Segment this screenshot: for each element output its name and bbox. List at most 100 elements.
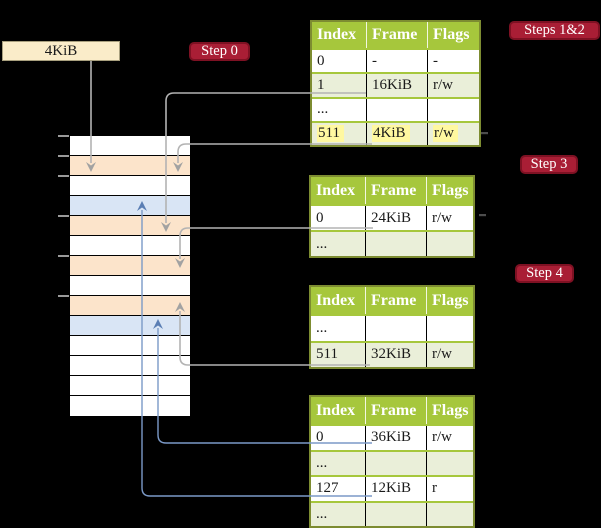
table-cell [426, 316, 473, 341]
dash-mark [481, 132, 488, 135]
column-header: Index [316, 291, 356, 309]
memory-cell-7 [70, 276, 190, 296]
badge-step4: Step 4 [515, 264, 574, 283]
badge-step0: Step 0 [189, 42, 250, 61]
badge-step0-label: Step 0 [201, 43, 238, 59]
table-cell: 0 [316, 429, 324, 446]
column-header: Flags [427, 22, 479, 48]
page-size-box: 4KiB [2, 41, 120, 61]
memory-column [69, 135, 191, 417]
table-cell: - [366, 50, 427, 73]
table-cell: - [427, 50, 479, 73]
memory-cell-4 [70, 216, 190, 236]
column-header: Index [316, 401, 356, 419]
table-cell: 1 [317, 76, 325, 93]
table-row: ... [311, 230, 473, 256]
table-cell: r/w [427, 74, 479, 97]
table-cell: ... [316, 454, 328, 471]
table-cell: 127 [316, 480, 339, 497]
column-header: Frame [365, 177, 426, 204]
table-cell [426, 502, 473, 526]
tick-mark [58, 215, 69, 217]
table-cell: r/w [426, 206, 473, 230]
table-cell: r/w [426, 426, 473, 450]
table-cell: r/w [426, 342, 473, 367]
tick-mark [58, 255, 69, 257]
tick-mark [58, 175, 69, 177]
table-cell: 24KiB [365, 206, 426, 230]
table-row: ... [311, 314, 473, 341]
tick-mark [58, 295, 69, 297]
column-header: Frame [365, 287, 426, 314]
memory-cell-11 [70, 356, 190, 376]
table-cell: 36KiB [365, 426, 426, 450]
table-row: 0 -- [312, 48, 479, 73]
dash-mark [479, 214, 486, 217]
table-cell: 16KiB [366, 74, 427, 97]
table-cell: 32KiB [365, 342, 426, 367]
column-header: Frame [365, 397, 426, 424]
memory-cell-10 [70, 336, 190, 356]
badge-step4-label: Step 4 [526, 265, 563, 281]
table-cell: ... [316, 505, 328, 522]
table-cell: 0 [316, 209, 324, 226]
memory-cell-12 [70, 376, 190, 396]
badge-step3: Step 3 [520, 155, 578, 174]
table-row: 511 4KiB r/w [312, 120, 479, 145]
table-cell [426, 451, 473, 475]
table-cell [365, 232, 426, 256]
table-cell [365, 316, 426, 341]
memory-cell-1 [70, 156, 190, 176]
table-cell: ... [316, 319, 328, 336]
table-row: ... [312, 96, 479, 121]
badge-steps-1-2-label: Steps 1&2 [524, 22, 585, 38]
table-cell: ... [316, 235, 328, 252]
table-cell: ... [317, 101, 329, 118]
table-cell [365, 451, 426, 475]
column-header: Frame [366, 22, 427, 48]
table-cell [427, 98, 479, 121]
tick-mark [58, 155, 69, 157]
badge-step3-label: Step 3 [530, 156, 568, 172]
table-cell [426, 232, 473, 256]
table-cell: r/w [427, 122, 479, 145]
memory-cell-8 [70, 296, 190, 316]
memory-cell-13 [70, 396, 190, 416]
badge-steps-1-2: Steps 1&2 [509, 21, 600, 40]
table-cell: 511 [312, 123, 366, 145]
table-cell: 0 [317, 52, 325, 69]
memory-cell-0 [70, 136, 190, 156]
highlighted-value: 511 [317, 125, 344, 143]
table-row: ... [311, 449, 473, 475]
memory-cell-9 [70, 316, 190, 336]
highlighted-value: 4KiB [372, 125, 410, 143]
table-row: ... [311, 500, 473, 526]
memory-cell-6 [70, 256, 190, 276]
column-header: Flags [426, 177, 473, 204]
table-cell: 12KiB [365, 477, 426, 501]
table-cell: 4KiB [366, 122, 427, 145]
table-cell: 511 [316, 346, 338, 363]
highlighted-value: r/w [433, 125, 458, 143]
column-header: Flags [426, 397, 473, 424]
column-header: Index [317, 26, 357, 43]
memory-cell-2 [70, 176, 190, 196]
column-header: Flags [426, 287, 473, 314]
page-size-label: 4KiB [44, 42, 78, 59]
table-cell [366, 98, 427, 121]
table-cell: r [426, 477, 473, 501]
